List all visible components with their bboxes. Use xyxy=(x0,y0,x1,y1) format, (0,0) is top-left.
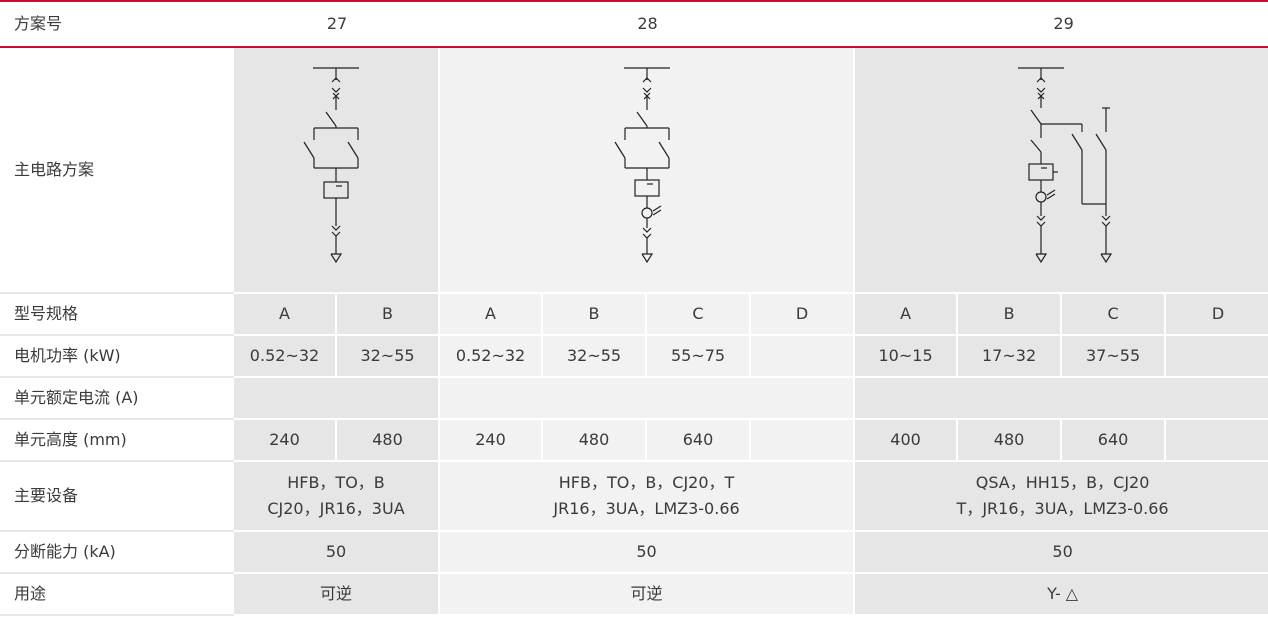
main-equipment-27: HFB，TO，B CJ20，JR16，3UA xyxy=(234,462,441,532)
unit-height-27b: 480 xyxy=(337,420,441,462)
unit-height-27a: 240 xyxy=(234,420,337,462)
usage-28: 可逆 xyxy=(440,574,856,616)
model-29d: D xyxy=(1166,294,1268,336)
motor-power-29d xyxy=(1166,336,1268,378)
main-equipment-row: 主要设备 HFB，TO，B CJ20，JR16，3UA HFB，TO，B，CJ2… xyxy=(0,462,1268,532)
rated-current-label: 单元额定电流 (A) xyxy=(0,378,234,420)
scheme-number-row: 方案号 27 28 29 xyxy=(0,0,1268,48)
unit-height-28a: 240 xyxy=(440,420,544,462)
unit-height-row: 单元高度 (mm) 240 480 240 480 640 400 480 64… xyxy=(0,420,1268,462)
breaking-capacity-28: 50 xyxy=(440,532,856,574)
main-equipment-28-line2: JR16，3UA，LMZ3-0.66 xyxy=(553,499,740,518)
unit-height-28c: 640 xyxy=(647,420,752,462)
model-28b: B xyxy=(543,294,648,336)
circuit-28-icon xyxy=(614,67,670,264)
motor-power-label: 电机功率 (kW) xyxy=(0,336,234,378)
model-27b: B xyxy=(337,294,441,336)
unit-height-29a: 400 xyxy=(855,420,959,462)
model-28c: C xyxy=(647,294,752,336)
motor-power-29b: 17~32 xyxy=(958,336,1063,378)
scheme-29-header: 29 xyxy=(855,0,1268,48)
circuit-27-icon xyxy=(303,67,359,264)
main-equipment-29-line2: T，JR16，3UA，LMZ3-0.66 xyxy=(956,499,1169,518)
usage-29: Y- △ xyxy=(855,574,1268,616)
usage-row: 用途 可逆 可逆 Y- △ xyxy=(0,574,1268,616)
rated-current-29 xyxy=(855,378,1268,420)
unit-height-29d xyxy=(1166,420,1268,462)
model-29a: A xyxy=(855,294,959,336)
unit-height-29b: 480 xyxy=(958,420,1063,462)
rated-current-row: 单元额定电流 (A) xyxy=(0,378,1268,420)
unit-height-label: 单元高度 (mm) xyxy=(0,420,234,462)
main-equipment-label: 主要设备 xyxy=(0,462,234,532)
scheme-28-circuit-diagram xyxy=(440,48,856,294)
scheme-28-header: 28 xyxy=(440,0,856,48)
model-27a: A xyxy=(234,294,337,336)
model-29b: B xyxy=(958,294,1063,336)
model-28a: A xyxy=(440,294,544,336)
usage-27: 可逆 xyxy=(234,574,441,616)
model-29c: C xyxy=(1062,294,1167,336)
model-28d: D xyxy=(751,294,856,336)
motor-power-27a: 0.52~32 xyxy=(234,336,337,378)
breaking-capacity-label: 分断能力 (kA) xyxy=(0,532,234,574)
breaking-capacity-27: 50 xyxy=(234,532,441,574)
main-equipment-29-line1: QSA，HH15，B，CJ20 xyxy=(975,473,1150,492)
main-circuit-row: 主电路方案 xyxy=(0,48,1268,294)
main-equipment-27-line2: CJ20，JR16，3UA xyxy=(267,499,405,518)
usage-label: 用途 xyxy=(0,574,234,616)
motor-power-29a: 10~15 xyxy=(855,336,959,378)
motor-power-28d xyxy=(751,336,856,378)
unit-height-29c: 640 xyxy=(1062,420,1167,462)
breaking-capacity-row: 分断能力 (kA) 50 50 50 xyxy=(0,532,1268,574)
model-row: 型号规格 A B A B C D A B C D xyxy=(0,294,1268,336)
scheme-27-circuit-diagram xyxy=(234,48,441,294)
rated-current-27 xyxy=(234,378,441,420)
breaking-capacity-29: 50 xyxy=(855,532,1268,574)
motor-power-28a: 0.52~32 xyxy=(440,336,544,378)
main-equipment-28-line1: HFB，TO，B，CJ20，T xyxy=(558,473,735,492)
motor-power-29c: 37~55 xyxy=(1062,336,1167,378)
model-label: 型号规格 xyxy=(0,294,234,336)
circuit-29-icon xyxy=(1017,67,1112,264)
rated-current-28 xyxy=(440,378,856,420)
unit-height-28b: 480 xyxy=(543,420,648,462)
main-equipment-27-line1: HFB，TO，B xyxy=(287,473,385,492)
motor-power-28c: 55~75 xyxy=(647,336,752,378)
motor-power-row: 电机功率 (kW) 0.52~32 32~55 0.52~32 32~55 55… xyxy=(0,336,1268,378)
scheme-29-circuit-diagram xyxy=(855,48,1268,294)
main-equipment-28: HFB，TO，B，CJ20，T JR16，3UA，LMZ3-0.66 xyxy=(440,462,856,532)
unit-height-28d xyxy=(751,420,856,462)
main-equipment-29: QSA，HH15，B，CJ20 T，JR16，3UA，LMZ3-0.66 xyxy=(855,462,1268,532)
scheme-27-header: 27 xyxy=(234,0,441,48)
motor-power-28b: 32~55 xyxy=(543,336,648,378)
scheme-number-label: 方案号 xyxy=(0,0,234,48)
motor-power-27b: 32~55 xyxy=(337,336,441,378)
main-circuit-label: 主电路方案 xyxy=(0,48,234,294)
